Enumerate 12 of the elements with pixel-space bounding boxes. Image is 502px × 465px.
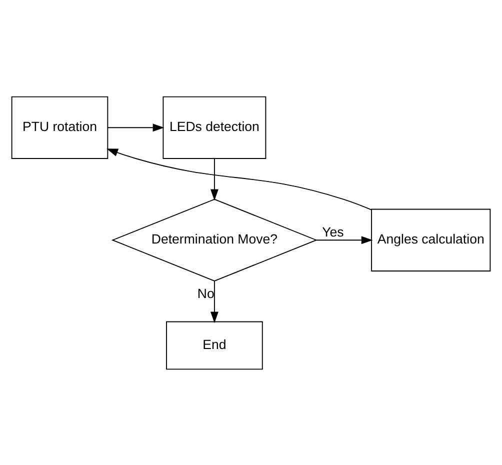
arrow (210, 280, 218, 323)
node-box: LEDs detection (162, 96, 266, 158)
edge-label: Yes (322, 224, 344, 240)
arrow (106, 148, 372, 210)
node-box: PTU rotation (11, 96, 108, 158)
arrow (316, 236, 373, 244)
arrow (107, 123, 164, 132)
arrow (210, 158, 218, 200)
node-diamond: Determination Move? (111, 198, 318, 281)
node-box: End (166, 320, 263, 370)
node-box: Angles calculation (371, 208, 491, 271)
edge-label: No (197, 285, 214, 300)
